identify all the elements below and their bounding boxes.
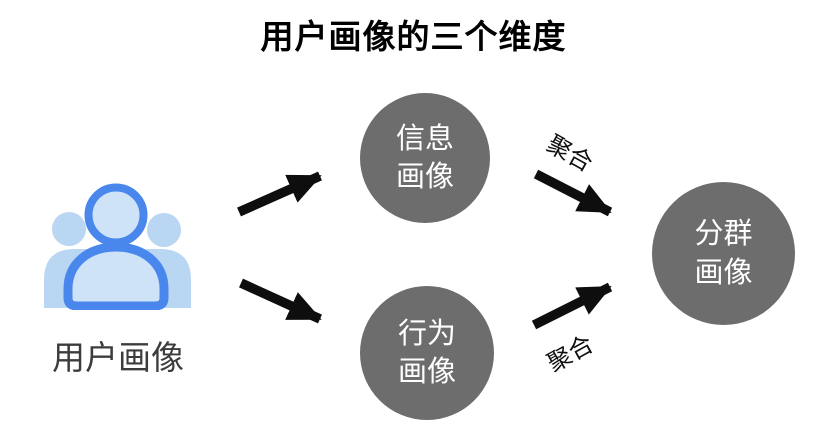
diagram-title: 用户画像的三个维度 xyxy=(260,18,567,55)
users-icon-main-head xyxy=(84,183,148,247)
users-icon-right-head xyxy=(147,213,181,247)
users-icon xyxy=(44,183,191,310)
node-info-profile: 信息 画像 xyxy=(360,93,490,223)
arrow-source-to-behavior xyxy=(239,278,322,324)
arrow-behavior-to-segment xyxy=(531,282,613,330)
node-segment-profile: 分群 画像 xyxy=(652,182,795,325)
node-behavior-profile: 行为 画像 xyxy=(360,286,494,420)
arrow-info-to-segment xyxy=(533,169,613,217)
arrow-source-to-info xyxy=(237,171,322,217)
users-icon-left-head xyxy=(52,212,86,246)
users-icon-main-body xyxy=(63,242,169,310)
source-label: 用户画像 xyxy=(52,339,184,376)
